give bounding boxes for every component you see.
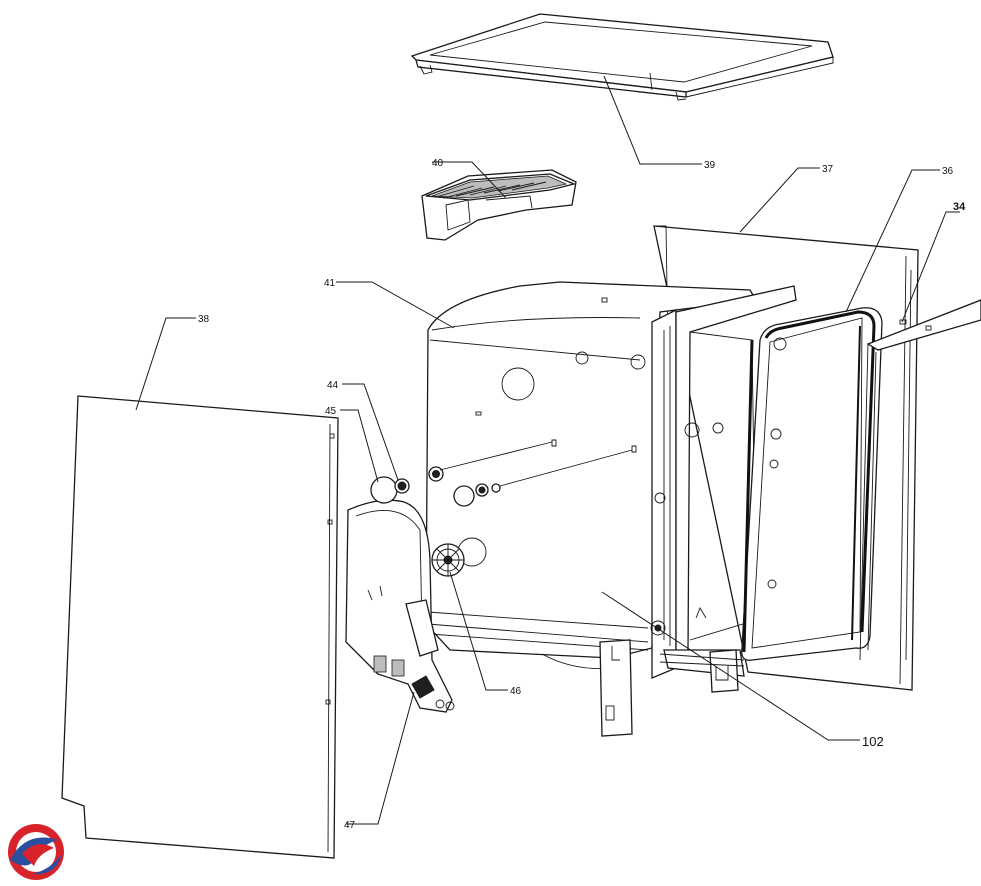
callout-45: 45 <box>325 406 337 417</box>
callout-102: 102 <box>862 734 884 749</box>
callout-37: 37 <box>822 164 834 175</box>
tub-fittings <box>428 441 633 507</box>
leader-lines <box>135 75 960 825</box>
part-36-door-seal <box>741 307 883 661</box>
part-46-fan-wheel <box>431 543 465 577</box>
callout-40: 40 <box>432 158 444 169</box>
callout-44: 44 <box>327 380 339 391</box>
callout-38: 38 <box>198 314 210 325</box>
part-39-top-panel <box>410 13 834 101</box>
callout-46: 46 <box>510 686 522 697</box>
part-47-pump-assembly <box>345 499 455 713</box>
part-38-side-panel <box>61 395 339 859</box>
part-45-disc <box>370 476 398 504</box>
callout-41: 41 <box>324 278 336 289</box>
callout-39: 39 <box>704 160 716 171</box>
brand-logo-icon <box>8 824 64 880</box>
callout-47: 47 <box>344 820 356 831</box>
part-34-outer-panel <box>859 299 981 661</box>
part-102-door-frame <box>599 285 797 737</box>
part-44-gasket <box>394 478 410 494</box>
part-41-tub-body <box>425 281 758 670</box>
callout-36: 36 <box>942 166 954 177</box>
callout-labels: 39 40 37 36 34 41 38 44 45 46 47 102 <box>198 158 966 831</box>
callout-34: 34 <box>953 201 966 213</box>
part-40-vent-bracket <box>421 169 577 241</box>
